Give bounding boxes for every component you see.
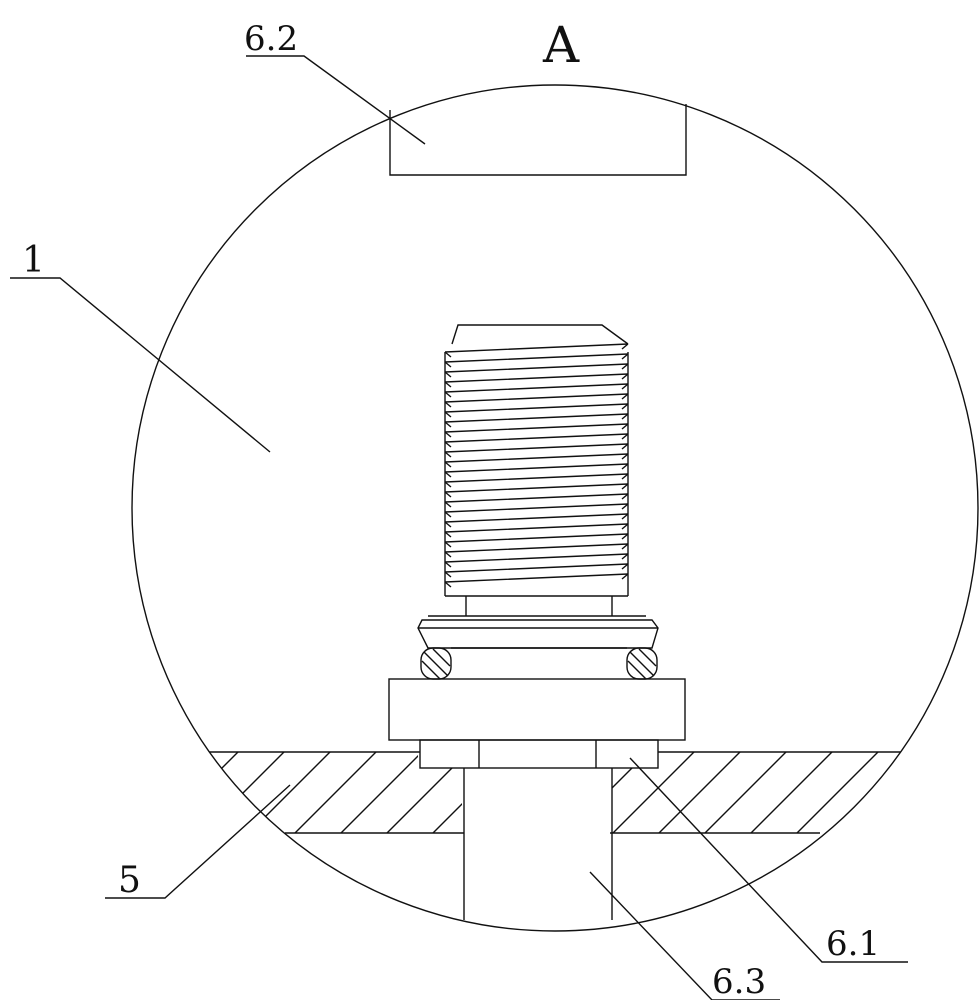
thread-profile bbox=[445, 344, 628, 587]
hatch-line bbox=[560, 745, 655, 840]
seal-rings bbox=[421, 648, 657, 679]
hatch-line bbox=[380, 745, 475, 840]
hatch-line bbox=[150, 745, 245, 840]
hatch-line bbox=[744, 745, 839, 840]
detail-circle bbox=[132, 85, 978, 931]
hatch-line bbox=[426, 745, 521, 840]
flange-washer bbox=[418, 616, 658, 648]
base-plate bbox=[150, 745, 977, 840]
callout-6-3: 6.3 bbox=[712, 962, 766, 1000]
threaded-stud bbox=[445, 325, 628, 596]
callout-6-2: 6.2 bbox=[244, 19, 298, 59]
hatch-line bbox=[242, 745, 337, 840]
hatch-line bbox=[652, 745, 747, 840]
leader-lines bbox=[10, 56, 908, 1000]
callout-1: 1 bbox=[22, 240, 45, 281]
thread-line bbox=[445, 574, 628, 587]
view-label: A bbox=[542, 16, 580, 74]
hatch-line bbox=[790, 745, 885, 840]
hatch-line bbox=[606, 745, 701, 840]
hatch-line bbox=[882, 745, 977, 840]
callout-5: 5 bbox=[118, 860, 141, 901]
hatch-line bbox=[836, 745, 931, 840]
part-6-1-nut bbox=[420, 740, 658, 768]
base-plate-hatch-left bbox=[150, 745, 521, 840]
thread-neck bbox=[466, 596, 612, 616]
part-6-3-shaft bbox=[464, 768, 612, 920]
body-block bbox=[389, 679, 685, 740]
callout-6-1: 6.1 bbox=[826, 924, 880, 964]
hatch-line bbox=[334, 745, 429, 840]
hatch-line bbox=[288, 745, 383, 840]
part-6-2-block bbox=[390, 104, 686, 175]
hatch-line bbox=[698, 745, 793, 840]
base-plate-hatch-right bbox=[560, 745, 977, 840]
